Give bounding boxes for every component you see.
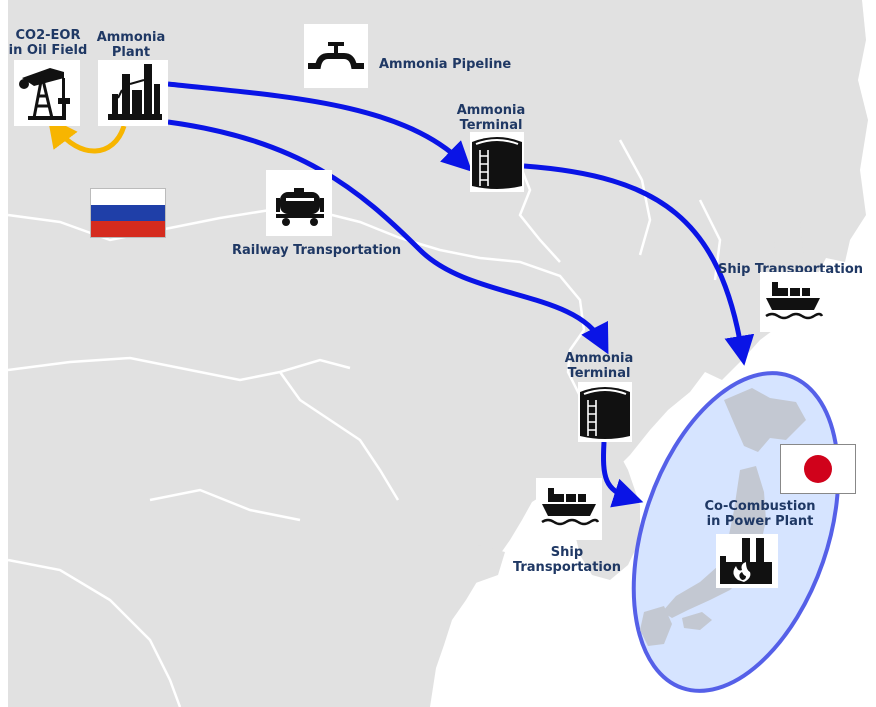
ammonia-plant-label: Ammonia Plant — [96, 30, 166, 60]
ship-transportation-east-label: Ship Transportation — [718, 262, 864, 277]
ammonia-terminal-south-label: Ammonia Terminal — [564, 351, 634, 381]
railway-flow-arrow — [167, 119, 609, 355]
railway-transportation-label: Railway Transportation — [232, 243, 402, 258]
ammonia-terminal-north-label: Ammonia Terminal — [456, 103, 526, 133]
hokkaido — [724, 388, 806, 452]
pipeline-valve-icon — [304, 24, 368, 88]
co-combustion-label: Co-Combustion in Power Plant — [704, 499, 816, 529]
russia-flag — [90, 188, 166, 238]
shandong — [440, 545, 505, 585]
storage-tank-icon-south — [578, 382, 632, 442]
chemical-plant-icon — [98, 60, 168, 126]
storage-tank-icon-north — [470, 132, 524, 192]
ammonia-pipeline-label: Ammonia Pipeline — [379, 57, 512, 72]
ship-east-flow-arrow — [523, 163, 755, 366]
ship-south-flow-arrow — [601, 441, 644, 508]
shikoku — [682, 612, 712, 630]
cargo-ship-icon-east — [760, 272, 826, 332]
co2-eor-label: CO2-EOR in Oil Field — [8, 28, 88, 58]
eor-flow-arrow — [47, 116, 127, 154]
ship-transportation-south-label: Ship Transportation — [512, 545, 622, 575]
power-plant-icon — [716, 534, 778, 588]
oil-pumpjack-icon — [14, 60, 80, 126]
tank-wagon-icon — [266, 170, 332, 236]
pipeline-flow-arrow — [167, 81, 473, 172]
kyushu — [640, 606, 672, 646]
cargo-ship-icon-south — [536, 478, 602, 540]
mainland-landmass — [8, 0, 868, 707]
japan-flag — [780, 444, 856, 494]
